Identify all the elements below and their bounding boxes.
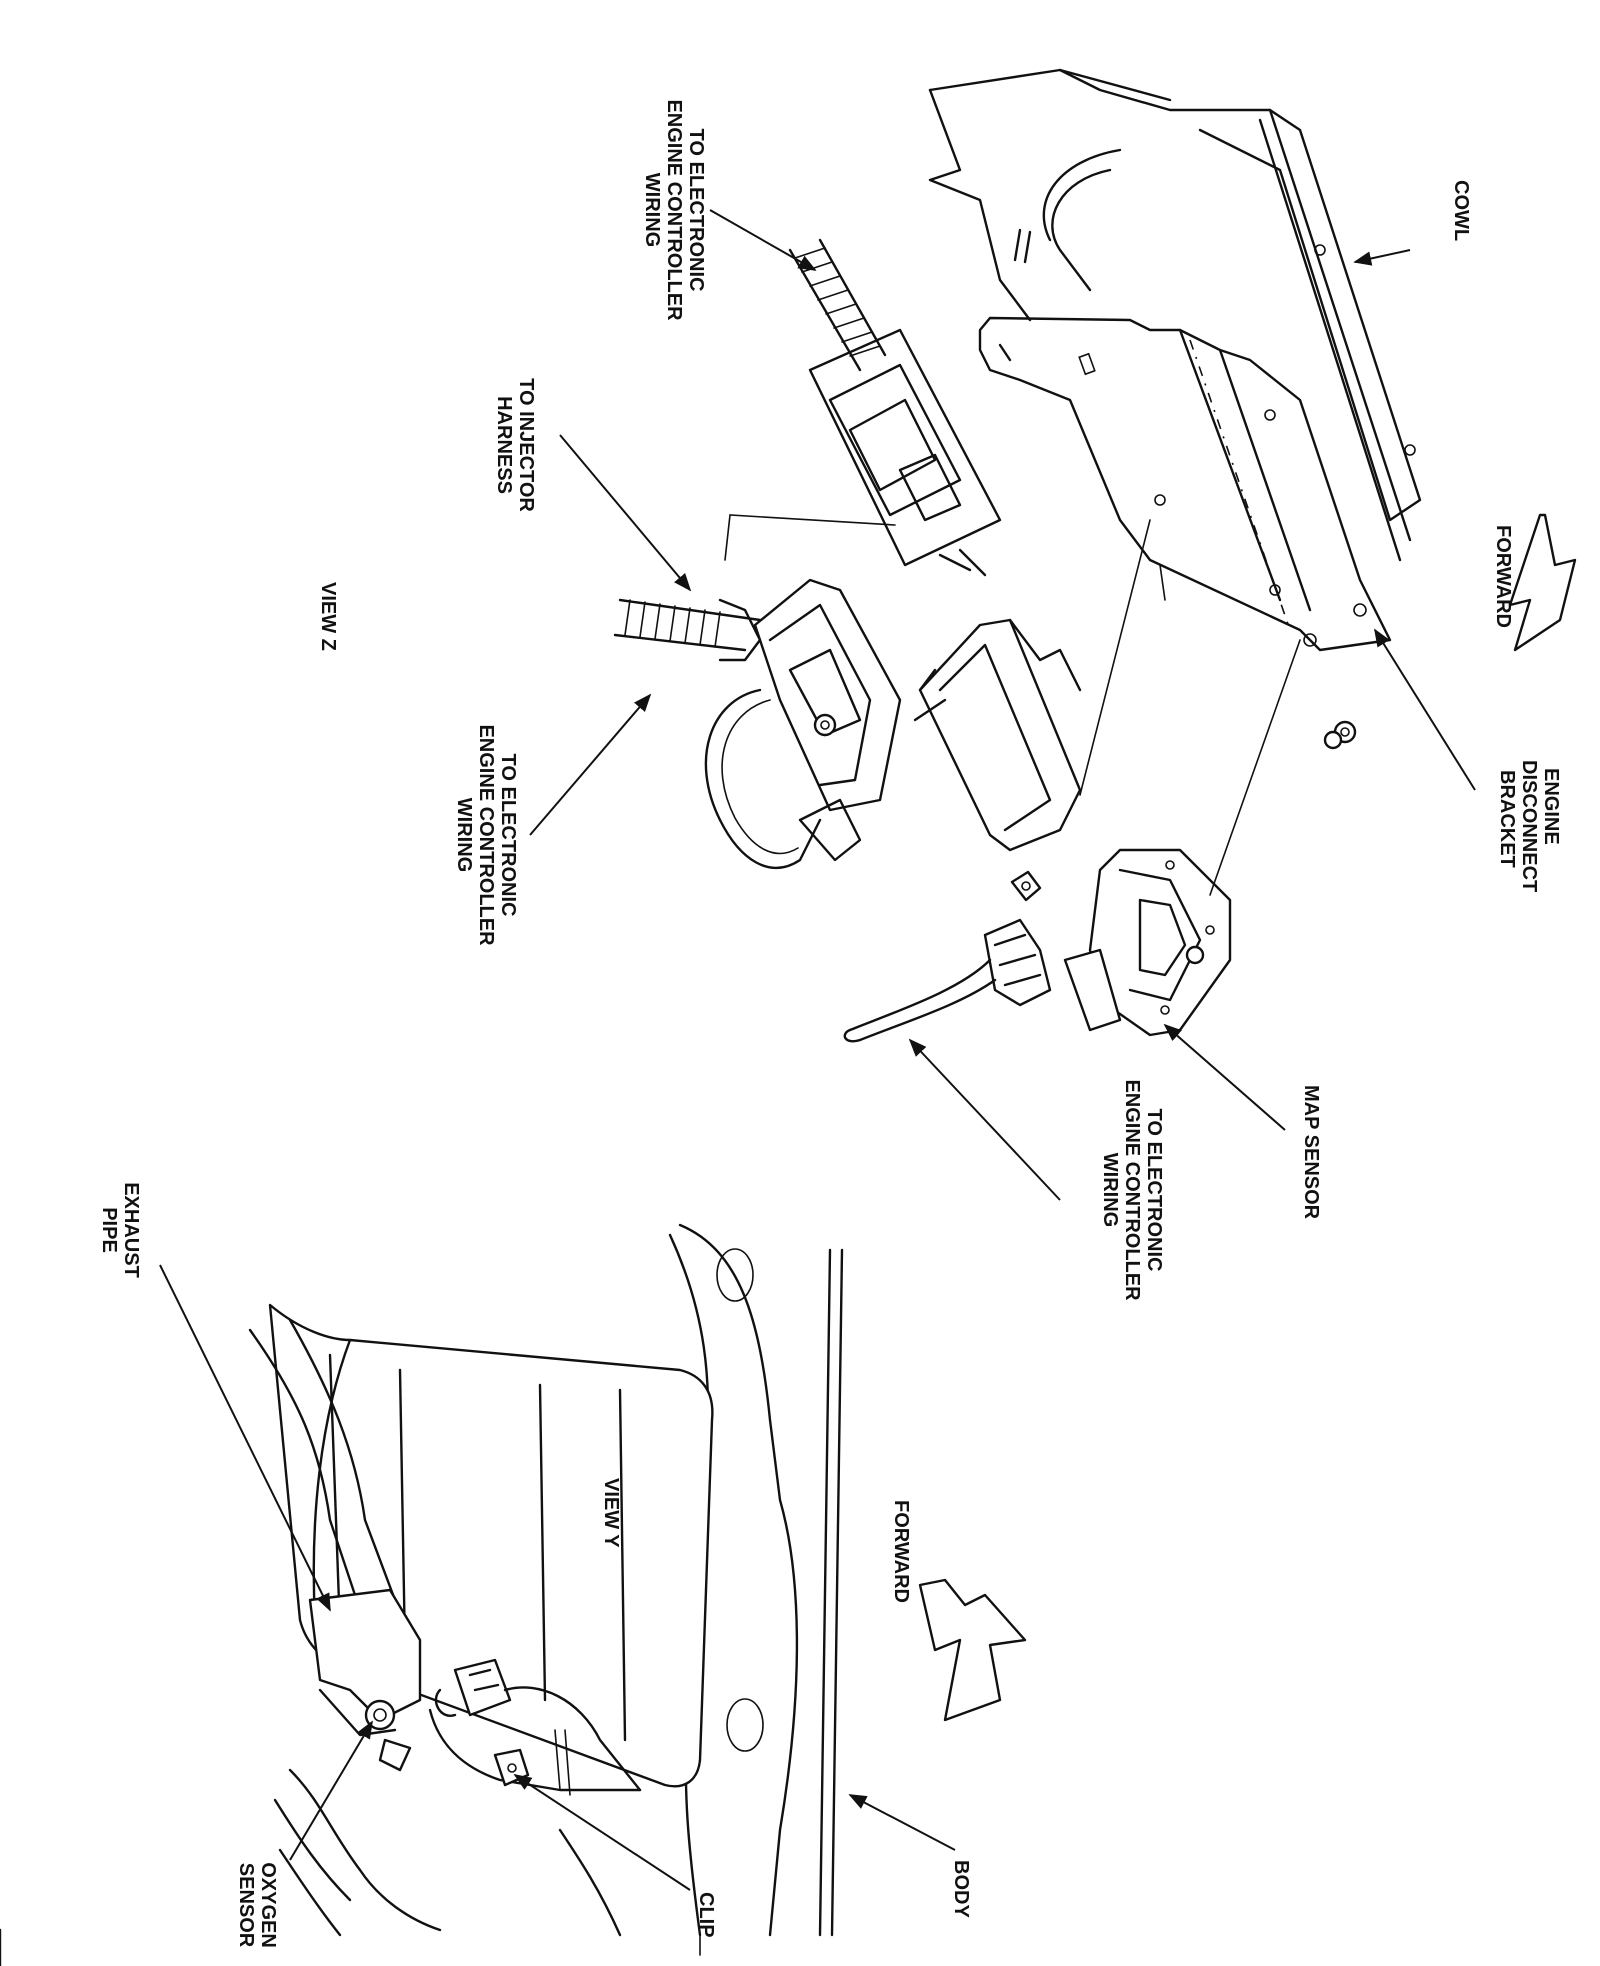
cowl-panel [928, 68, 1422, 562]
label-map-sensor: MAP SENSOR [1300, 1085, 1322, 1220]
view-z-drawing [529, 68, 1577, 1201]
svg-text:PIPE: PIPE [98, 1207, 120, 1253]
svg-text:ENGINE CONTROLLER: ENGINE CONTROLLER [475, 724, 497, 946]
svg-text:WIRING: WIRING [453, 798, 475, 872]
label-to-ecw-map: TO ELECTRONIC ENGINE CONTROLLER WIRING [1099, 1079, 1165, 1301]
svg-text:HARNESS: HARNESS [493, 396, 515, 494]
svg-text:BRACKET: BRACKET [1496, 770, 1518, 868]
screw-cover [1010, 870, 1042, 902]
label-forward-top: FORWARD [1492, 525, 1514, 628]
map-sensor-body [1063, 848, 1232, 1037]
label-to-injector-harness: TO INJECTOR HARNESS [493, 378, 537, 512]
engine-disconnect-bracket [978, 316, 1392, 652]
svg-text:EXHAUST: EXHAUST [120, 1182, 142, 1278]
label-to-ecw-mid: TO ELECTRONIC ENGINE CONTROLLER WIRING [453, 724, 519, 946]
view-y-drawing [0, 1223, 1027, 1966]
label-cowl: COWL [1450, 180, 1472, 241]
svg-text:ENGINE: ENGINE [1540, 768, 1562, 845]
svg-text:WIRING: WIRING [641, 173, 663, 247]
svg-text:ENGINE CONTROLLER: ENGINE CONTROLLER [1121, 1079, 1143, 1301]
svg-text:WIRING: WIRING [1099, 1153, 1121, 1227]
label-to-ecw-top: TO ELECTRONIC ENGINE CONTROLLER WIRING [641, 99, 707, 321]
svg-text:TO INJECTOR: TO INJECTOR [515, 378, 537, 512]
label-oxygen-sensor: OXYGEN SENSOR [235, 1862, 279, 1948]
svg-text:TO ELECTRONIC: TO ELECTRONIC [1143, 1109, 1165, 1272]
svg-text:OXYGEN: OXYGEN [257, 1862, 279, 1948]
label-forward-bottom: FORWARD [890, 1500, 912, 1603]
forward-arrow-top [1508, 513, 1577, 652]
label-clip: CLIP [695, 1892, 717, 1938]
label-body: BODY [950, 1860, 972, 1918]
upper-connector [788, 238, 1002, 577]
label-exhaust-pipe: EXHAUST PIPE [98, 1182, 142, 1278]
svg-text:TO ELECTRONIC: TO ELECTRONIC [685, 129, 707, 292]
svg-text:DISCONNECT: DISCONNECT [1518, 760, 1540, 892]
labels: COWL FORWARD ENGINE DISCONNECT BRACKET M… [98, 99, 1562, 1947]
svg-text:TO ELECTRONIC: TO ELECTRONIC [497, 754, 519, 917]
label-view-z: VIEW Z [317, 582, 339, 651]
label-engine-disconnect-bracket: ENGINE DISCONNECT BRACKET [1496, 760, 1562, 892]
map-connector [843, 918, 1052, 1043]
svg-text:SENSOR: SENSOR [235, 1863, 257, 1948]
oxygen-sensor-part [364, 1699, 412, 1772]
svg-text:ENGINE CONTROLLER: ENGINE CONTROLLER [663, 99, 685, 321]
bolt-bracket [1323, 720, 1357, 750]
connector-cover [913, 618, 1082, 852]
forward-arrow-bottom [918, 1578, 1027, 1722]
injector-connector [613, 578, 902, 870]
label-view-y: VIEW Y [600, 1478, 622, 1548]
